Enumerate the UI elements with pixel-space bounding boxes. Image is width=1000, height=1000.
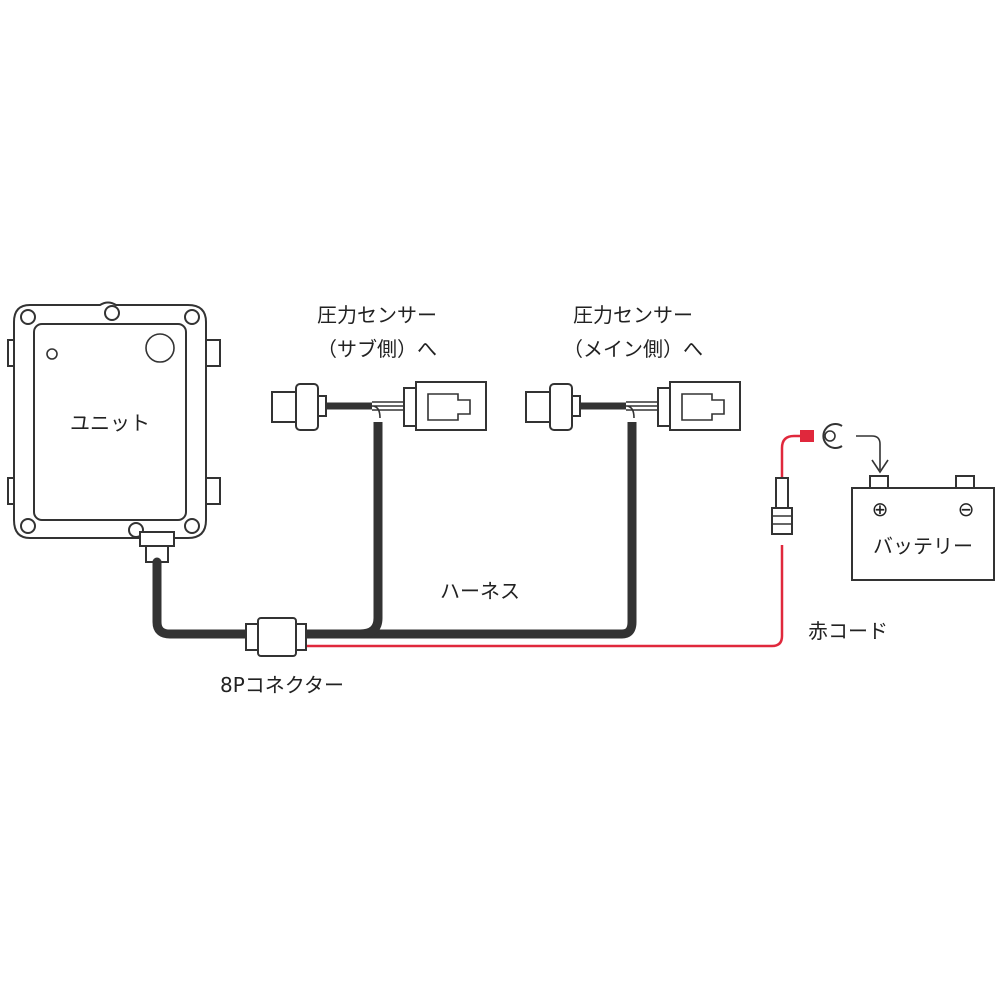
harness-trunk [300,422,637,639]
sub-plug-tip [271,391,297,423]
unit-mount-tab [205,339,221,367]
unit-led-icon [46,348,58,360]
sensor-main-connectors [525,381,741,431]
main-socket-collar [657,387,671,427]
main-socket-body [669,381,741,431]
unit-box: ユニット [7,301,221,563]
fuse-lower [771,507,793,535]
red-cord-upper [780,434,808,505]
battery-terminal-plus [869,475,889,489]
harness-label: ハーネス [440,579,520,603]
unit-screw [20,518,36,534]
sub-socket-slot [427,393,471,421]
battery: ⊕ ⊖ バッテリー [851,475,995,581]
unit-screw [184,309,200,325]
terminal-crimp [800,430,814,442]
unit-face-panel [33,323,187,521]
unit-gland-top [139,531,175,547]
red-cord [300,545,784,648]
unit-screw [184,518,200,534]
sub-socket-collar [403,387,417,427]
terminal-hole [824,430,836,442]
unit-cable [152,557,257,639]
connector-8p-label: 8Pコネクター [220,673,344,697]
main-wire-split [625,401,658,419]
arrow-down-icon [871,459,889,474]
terminal-ring [822,423,843,449]
main-socket-slot [681,393,725,421]
sensor-sub-label-line2: （サブ側）へ [317,337,437,361]
main-plug-collar [571,395,581,417]
arrow-line [856,435,881,470]
battery-minus-icon: ⊖ [958,497,975,521]
sub-wire-split [371,401,404,419]
connector-8p [245,617,307,657]
ring-terminal-icon [800,423,843,449]
connector-8p-cap [295,623,307,651]
sensor-sub-connectors [271,381,487,431]
sensor-sub-label-line1: 圧力センサー [317,303,437,327]
connector-8p-body [257,617,297,657]
unit-label: ユニット [70,411,150,435]
sensor-main-label-line1: 圧力センサー [573,303,693,327]
sensor-main-label-line2: （メイン側）へ [563,337,703,361]
unit-mount-tab [205,477,221,505]
unit-screw [20,309,36,325]
sub-socket-body [415,381,487,431]
harness-cables [152,422,808,648]
harness-branch-sub [359,422,383,639]
unit-screw [104,305,120,321]
connector-8p-cap [245,623,259,651]
main-plug-body [549,383,573,431]
battery-body [851,487,995,581]
battery-plus-icon: ⊕ [872,497,889,521]
unit-knob-icon [145,333,175,363]
battery-label: バッテリー [873,534,973,558]
sub-plug-collar [317,395,327,417]
red-cord-label: 赤コード [808,619,888,643]
sub-plug-body [295,383,319,431]
fuse-holder [771,477,793,535]
battery-terminal-minus [955,475,975,489]
main-plug-tip [525,391,551,423]
fuse-upper [775,477,789,509]
